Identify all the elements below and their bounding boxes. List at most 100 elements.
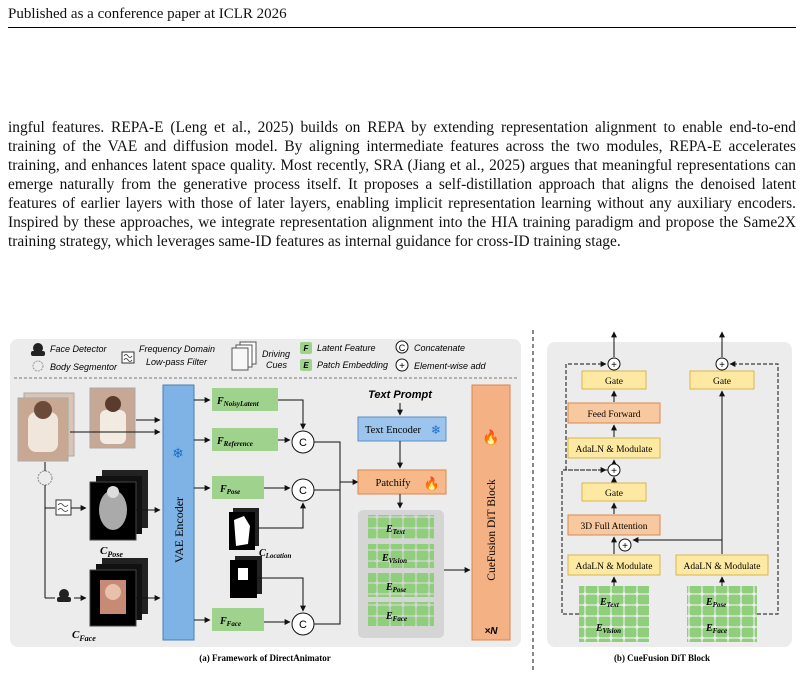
pose-cue-stack	[89, 470, 148, 541]
svg-text:+: +	[611, 466, 617, 477]
right-e-text-label: EText	[599, 597, 620, 609]
f-reference-label: FReference	[216, 436, 253, 448]
e-text-block: EText	[368, 515, 434, 539]
concat-key-circle	[395, 340, 409, 354]
text-encoder-box	[357, 416, 447, 442]
right-e-face-label: EFace	[705, 623, 727, 635]
line-concat3-out	[314, 482, 341, 625]
running-header: Published as a conference paper at ICLR …	[8, 6, 287, 22]
gate-mid-left-label: Gate	[605, 489, 623, 499]
add-top-right: +	[715, 357, 729, 371]
f-pose-label: FPose	[219, 484, 240, 496]
svg-text:C: C	[299, 485, 307, 497]
svg-text:+: +	[611, 360, 617, 371]
adaln-upper-label: AdaLN & Modulate	[575, 445, 652, 455]
latent-key-box	[300, 342, 312, 354]
patch-key-box	[300, 359, 312, 371]
full-attention-label: 3D Full Attention	[580, 522, 647, 532]
face-detector-icon	[31, 343, 45, 356]
f-reference-box: FReference	[212, 428, 278, 451]
reference-image-stack	[17, 392, 75, 462]
text-prompt-label: Text Prompt	[368, 389, 433, 401]
arrow-location-to-concat	[258, 502, 306, 529]
e-pose-label: EPose	[385, 582, 406, 594]
body-paragraph: ingful features. REPA-E (Leng et al., 20…	[8, 118, 796, 251]
target-image	[89, 387, 136, 449]
e-vision-block: EVision	[368, 544, 434, 568]
vae-encoder-box	[162, 384, 195, 641]
f-face-box: FFace	[212, 608, 264, 631]
e-vision-label: EVision	[381, 553, 407, 565]
full-attention-box	[567, 514, 661, 536]
gate-mid-left	[581, 482, 647, 502]
face-cue-stack	[89, 558, 148, 627]
legend: Face Detector Body Segmentor Frequency D…	[31, 340, 487, 372]
cuefusion-dit-box	[471, 384, 511, 641]
residual-right	[729, 361, 779, 615]
residual-upper-left	[565, 364, 615, 480]
add-lower-left: +	[618, 538, 632, 552]
legend-driving-line2: Cues	[266, 360, 288, 370]
add-mid-left: +	[607, 463, 621, 477]
svg-text:+: +	[719, 360, 725, 371]
gate-top-right	[689, 370, 755, 390]
adaln-lower-right-box	[675, 554, 769, 576]
snowflake-icon: ❄	[172, 445, 184, 461]
adaln-upper-box	[567, 437, 661, 459]
f-pose-box: FPose	[212, 476, 264, 499]
latent-key: F	[304, 344, 310, 353]
face-detector-node-icon	[57, 589, 71, 602]
feed-forward-box	[567, 402, 661, 424]
e-face-block: EFace	[368, 602, 434, 626]
right-embeddings-right	[687, 586, 757, 642]
concat-key: C	[399, 343, 406, 353]
e-pose-block: EPose	[368, 573, 434, 597]
legend-elementwise-add: Element-wise add	[414, 361, 487, 371]
repeat-n-label: ×N	[484, 626, 498, 637]
svg-text:C: C	[299, 437, 307, 449]
gate-top-left-label: Gate	[605, 377, 623, 387]
adaln-lower-right-label: AdaLN & Modulate	[683, 562, 760, 572]
legend-latent-feature: Latent Feature	[317, 343, 376, 353]
adaln-lower-left-label: AdaLN & Modulate	[575, 562, 652, 572]
figure: Face Detector Body Segmentor Frequency D…	[0, 330, 804, 671]
figure-svg: Face Detector Body Segmentor Frequency D…	[10, 330, 792, 671]
c-location-label: CLocation	[259, 548, 291, 560]
svg-text:+: +	[622, 541, 628, 552]
c-pose-label: CPose	[100, 545, 123, 559]
legend-concatenate: Concatenate	[414, 343, 465, 353]
legend-freq-line1: Frequency Domain	[139, 344, 215, 354]
cuefusion-dit-label: CueFusion DiT Block	[486, 479, 498, 581]
feed-forward-label: Feed Forward	[587, 410, 640, 420]
arrow-facemask-to-concat	[258, 577, 306, 612]
caption-b: (b) CueFusion DiT Block	[614, 653, 710, 663]
right-embeddings-left	[579, 586, 649, 642]
text-encoder-snowflake-icon: ❄	[431, 423, 441, 437]
filter-node-icon	[55, 499, 72, 516]
legend-body-segmentor: Body Segmentor	[50, 362, 118, 372]
patchify-label: Patchify	[376, 478, 412, 489]
text-encoder-label: Text Encoder	[365, 425, 422, 436]
concat-3: C	[291, 612, 315, 636]
adaln-lower-left-box	[567, 554, 661, 576]
e-text-label: EText	[385, 524, 406, 536]
body-segmentor-icon	[32, 360, 44, 372]
concat-2: C	[291, 478, 315, 502]
right-e-vision-label: EVision	[595, 623, 621, 635]
frequency-filter-icon	[121, 351, 135, 364]
f-noisy-label: FNoisyLatent	[216, 396, 260, 408]
header-rule	[8, 27, 796, 28]
f-noisy-box: FNoisyLatent	[212, 388, 278, 411]
patchify-box	[357, 469, 447, 495]
patchify-flame-icon: 🔥	[424, 476, 440, 491]
concat-1: C	[291, 430, 315, 454]
right-e-pose-label: EPose	[705, 597, 726, 609]
patch-key: E	[303, 361, 309, 370]
arrow-noisy-to-concat	[278, 399, 306, 430]
location-mask-stack	[229, 508, 259, 550]
add-key: +	[399, 361, 405, 372]
add-key-circle	[395, 358, 409, 372]
caption-a: (a) Framework of DirectAnimator	[199, 653, 331, 663]
driving-cues-icon	[231, 341, 257, 371]
legend-freq-line2: Low-pass Filter	[146, 357, 208, 367]
